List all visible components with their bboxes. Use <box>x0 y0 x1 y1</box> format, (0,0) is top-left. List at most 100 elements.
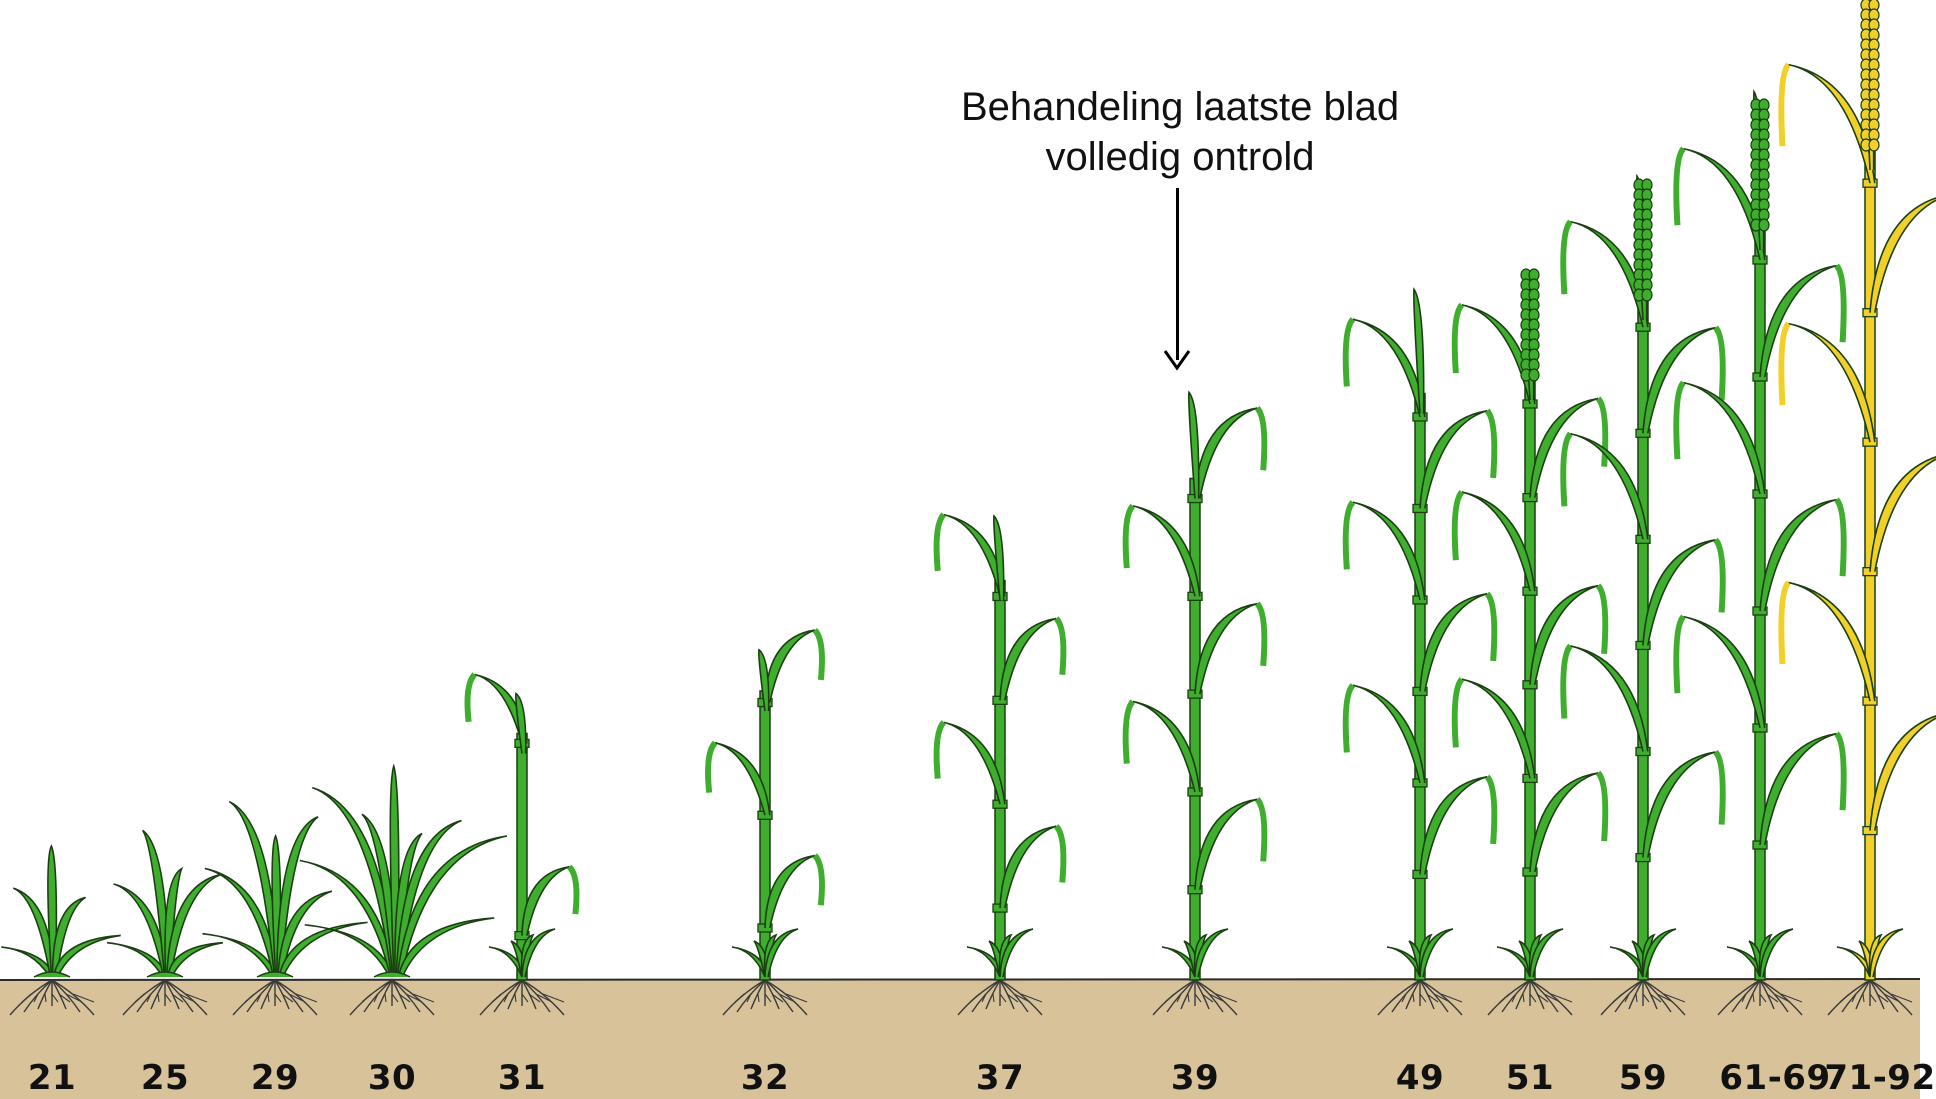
leaf-blade <box>1683 615 1766 729</box>
ear <box>1520 268 1540 382</box>
leaf-droop <box>1560 431 1573 507</box>
leaf-droop <box>1778 62 1791 147</box>
leaf-blade <box>1529 772 1599 873</box>
leaf-droop <box>1342 317 1356 387</box>
leaf-blade <box>1869 197 1936 313</box>
leaf-blade <box>1419 592 1488 692</box>
plant-stage-29 <box>202 800 368 1016</box>
plant-stage-37 <box>933 512 1067 1016</box>
base-leaf <box>1869 928 1904 978</box>
leaf-blade <box>228 800 280 977</box>
roots <box>1377 979 1463 1016</box>
leaf-blade <box>1461 491 1536 592</box>
leaf-droop <box>464 672 477 723</box>
ear <box>1633 178 1653 302</box>
base-leaf <box>1529 928 1564 978</box>
base-leaf <box>146 971 184 978</box>
leaf-droop <box>1122 503 1136 569</box>
plant-stage-31 <box>464 672 580 1016</box>
plant-stage-39 <box>1122 390 1268 1016</box>
base-leaf <box>1194 928 1229 978</box>
callout-text: Behandeling laatste blad volledig ontrol… <box>900 82 1460 182</box>
stage-label: 61-69 <box>1719 1058 1831 1098</box>
plant-stage-71-92 <box>1778 0 1936 1016</box>
leaf-blade <box>141 829 170 977</box>
stage-label: 30 <box>367 1058 417 1098</box>
plant-stage-25 <box>106 829 224 1016</box>
base-leaf <box>764 928 799 978</box>
stage-label: 25 <box>140 1058 190 1098</box>
stage-label: 29 <box>250 1058 300 1098</box>
leaf-blade <box>1788 322 1876 443</box>
flag-leaf <box>515 692 527 754</box>
leaf-blade <box>1759 264 1837 378</box>
leaf-droop <box>1451 302 1465 374</box>
leaf-blade <box>1788 581 1876 702</box>
leaf-blade <box>204 867 279 977</box>
leaf-droop <box>1673 614 1686 694</box>
leaf-blade <box>1132 505 1201 597</box>
leaf-droop <box>1713 325 1726 401</box>
leaf-droop <box>1484 408 1498 479</box>
plant-stage-30 <box>299 763 508 1016</box>
leaf-droop <box>1595 770 1609 842</box>
base-leaf <box>1419 928 1454 978</box>
soil-line <box>0 978 1921 981</box>
leaf-blade <box>278 921 368 977</box>
roots <box>722 979 808 1016</box>
leaf-blade <box>299 859 396 977</box>
leaf-droop <box>1834 263 1847 343</box>
arrow-head-icon <box>1163 350 1191 371</box>
leaf-blade <box>1419 775 1488 875</box>
flag-leaf <box>758 648 770 712</box>
leaf-droop <box>705 740 718 793</box>
base-leaf <box>1759 928 1794 978</box>
stage-label: 31 <box>497 1058 547 1098</box>
leaf-blade <box>764 629 816 703</box>
leaf-droop <box>812 627 825 681</box>
stem <box>759 690 771 981</box>
stage-label: 39 <box>1170 1058 1220 1098</box>
leaf-blade <box>1194 798 1258 890</box>
flag-leaf <box>1413 287 1425 414</box>
leaf-blade <box>1570 645 1649 752</box>
leaf-blade <box>999 825 1057 909</box>
leaf-droop <box>812 853 825 906</box>
soil-band <box>0 980 1920 1099</box>
plant-stage-32 <box>705 627 825 1016</box>
leaf-blade <box>1194 407 1258 499</box>
plants-group <box>1 0 1936 1016</box>
roots <box>1600 979 1686 1016</box>
leaf-droop <box>933 512 947 572</box>
roots <box>1487 979 1573 1016</box>
leaf-blade <box>1642 751 1716 858</box>
plant-stage-21 <box>1 844 121 1016</box>
leaf-blade <box>714 742 771 816</box>
leaf-droop <box>1595 583 1609 655</box>
leaf-blade <box>1419 409 1488 509</box>
stage-label: 37 <box>975 1058 1025 1098</box>
leaf-droop <box>1254 797 1268 862</box>
leaf-droop <box>1595 396 1609 467</box>
leaf-blade <box>1352 501 1426 601</box>
plant-stage-49 <box>1342 287 1498 1016</box>
leaf-droop <box>1342 683 1356 753</box>
plant-stage-51 <box>1451 268 1609 1016</box>
leaf-droop <box>1713 537 1726 613</box>
leaf-droop <box>1560 643 1573 719</box>
leaf-blade <box>1132 700 1201 793</box>
leaf-blade <box>1759 732 1837 846</box>
roots <box>1827 979 1913 1016</box>
roots <box>1152 979 1238 1016</box>
callout-line-1: Behandeling laatste blad <box>960 85 1400 129</box>
plant-stage-61-69 <box>1673 88 1847 1016</box>
leaf-blade <box>396 835 508 977</box>
stage-label: 21 <box>27 1058 77 1098</box>
ear <box>1750 98 1770 232</box>
leaf-droop <box>1560 219 1573 295</box>
leaf-blade <box>202 932 277 977</box>
leaf-droop <box>933 720 947 779</box>
flag-leaf <box>993 514 1005 601</box>
stage-label: 59 <box>1618 1058 1668 1098</box>
leaf-droop <box>1254 405 1268 471</box>
